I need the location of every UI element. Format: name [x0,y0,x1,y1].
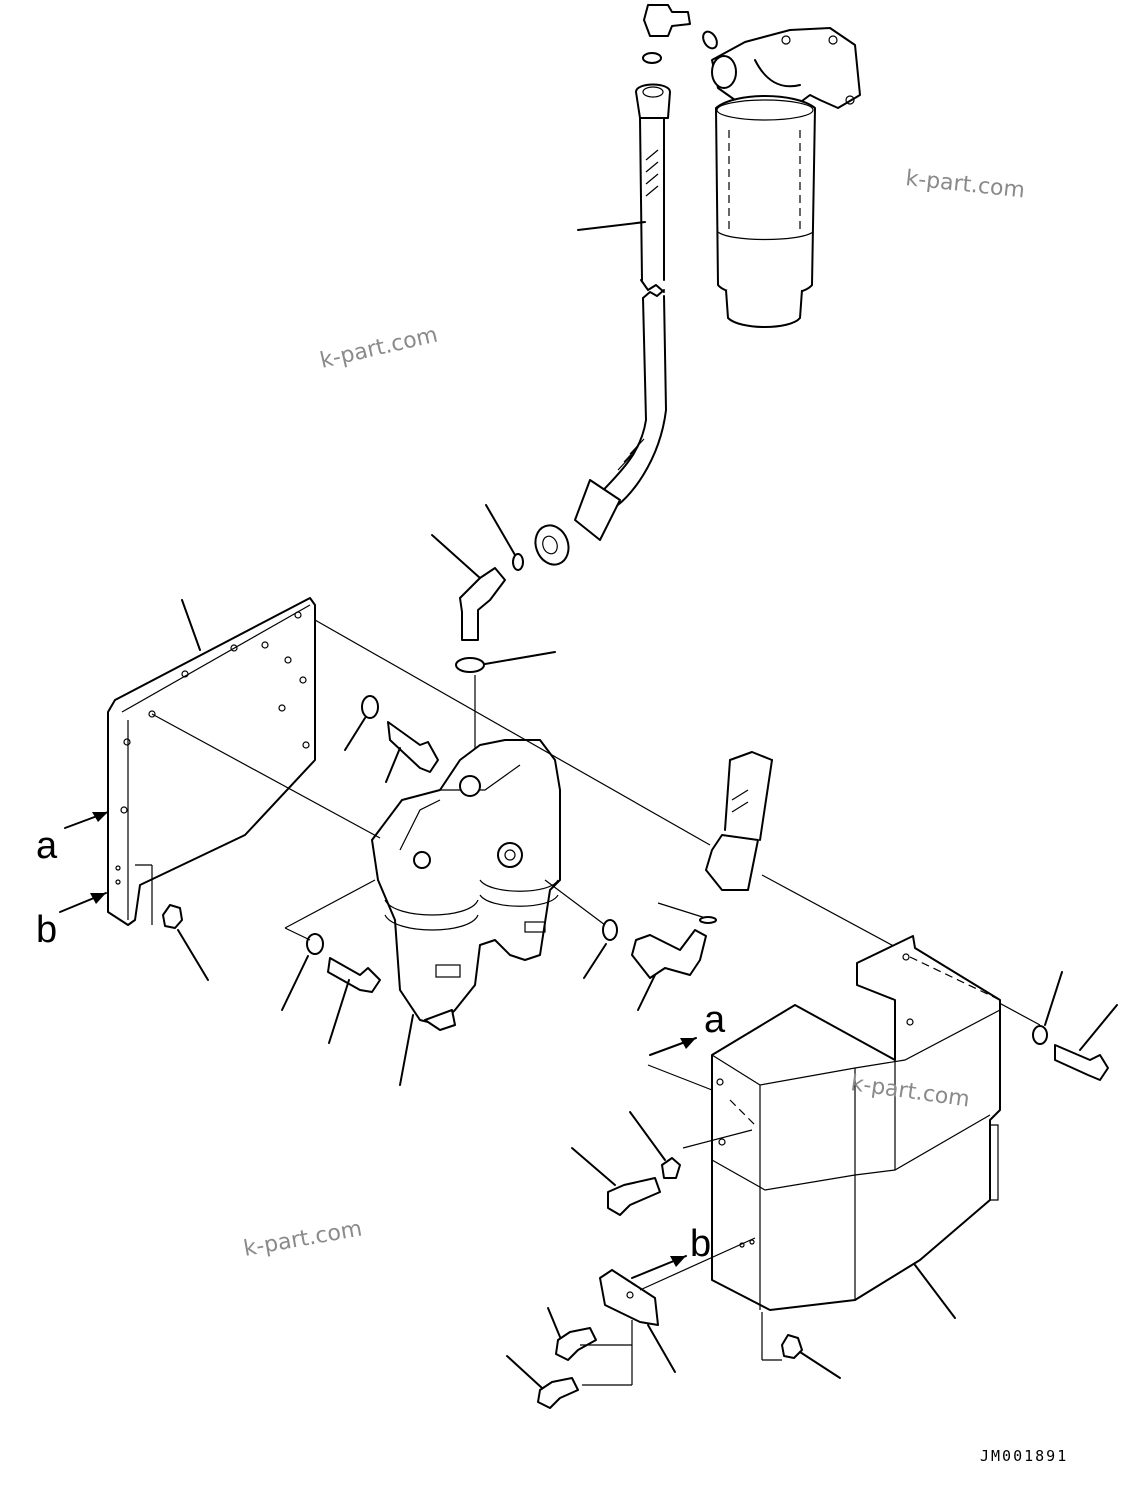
callout-label-b-right: b [690,1223,711,1265]
center-elbow-fitting [431,504,556,770]
engine-fuel-filter [711,27,861,328]
hose-end-right [705,751,773,891]
water-separator [371,739,561,1086]
watermark: k-part.com [242,1216,364,1261]
separator-bolt [281,879,381,1044]
watermark: k-part.com [318,323,440,374]
fuel-hose [534,83,671,566]
callout-label-a: a [36,825,58,867]
callout-a-left: a [36,811,109,867]
small-bracket [506,1237,756,1409]
callout-label-b: b [36,909,57,951]
cover-bolt-right [1032,971,1118,1081]
drawing-code: JM001891 [980,1447,1068,1465]
callout-label-a-right: a [704,999,726,1041]
callout-b-right: b [631,1223,711,1279]
watermark: k-part.com [904,166,1026,203]
top-elbow-fitting [642,4,718,64]
filter-cover [711,935,1001,1319]
mounting-bracket [107,597,316,926]
left-nut [135,864,209,981]
right-elbow-fitting [544,879,717,1011]
bracket-bolt [344,695,439,783]
callout-b-left: b [36,892,107,951]
callout-a-right: a [647,999,726,1091]
cover-nut [761,1312,841,1379]
cover-bolt-left [571,1111,753,1216]
